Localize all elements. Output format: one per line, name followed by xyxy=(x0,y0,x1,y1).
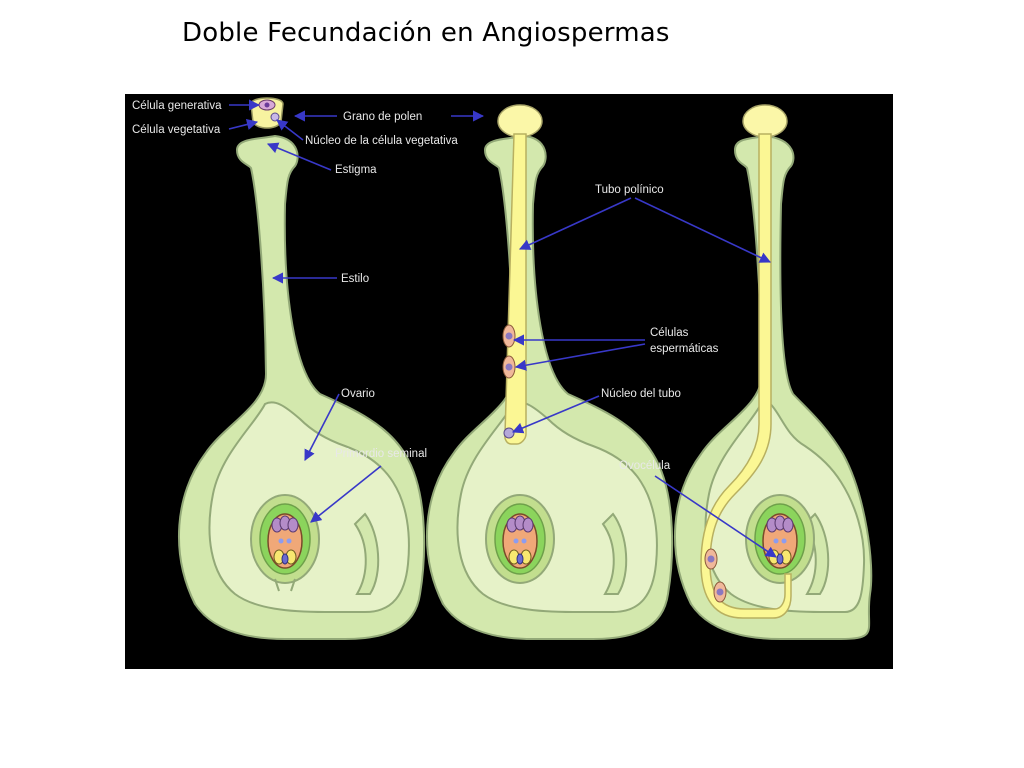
arrow-nucleo-del-tubo xyxy=(511,395,600,434)
label-celulas-espermaticas-2: espermáticas xyxy=(650,343,719,355)
arrow-nucleo-vegetativa xyxy=(276,119,304,141)
label-arrows xyxy=(228,99,777,558)
arrow-ovario xyxy=(304,393,340,461)
label-grano-de-polen: Grano de polen xyxy=(343,111,422,123)
pollen-grain-2 xyxy=(497,104,543,138)
pistil-2 xyxy=(426,104,674,640)
label-tubo-polinico: Tubo polínico xyxy=(595,184,664,196)
label-celulas-espermaticas-1: Células xyxy=(650,327,689,339)
arrow-tubo-polinico-2 xyxy=(634,197,772,263)
arrow-celulas-espermaticas-2 xyxy=(514,343,646,371)
ovule xyxy=(250,494,320,592)
label-celula-vegetativa: Célula vegetativa xyxy=(132,124,221,136)
arrow-ovocelula xyxy=(654,475,777,558)
label-celula-generativa: Célula generativa xyxy=(132,100,222,112)
label-nucleo-celula-vegetativa: Núcleo de la célula vegetativa xyxy=(305,135,458,147)
funiculus xyxy=(353,512,380,595)
pistil-1 xyxy=(178,97,426,640)
tube-nucleus xyxy=(503,427,515,439)
label-estigma: Estigma xyxy=(335,164,377,176)
slide-title: Doble Fecundación en Angiospermas xyxy=(182,18,670,48)
pollen-grain-3 xyxy=(742,104,788,138)
sperm-cells-3 xyxy=(704,548,727,603)
label-estilo: Estilo xyxy=(341,273,369,285)
arrow-celula-vegetativa xyxy=(228,119,259,130)
label-ovario: Ovario xyxy=(341,388,375,400)
pollen-grain-1 xyxy=(250,97,284,129)
label-primordio-seminal: Primordio seminal xyxy=(335,448,427,460)
arrow-tubo-polinico-1 xyxy=(518,197,632,250)
fertilization-diagram: Célula generativa Célula vegetativa Gran… xyxy=(125,94,893,669)
label-nucleo-del-tubo: Núcleo del tubo xyxy=(601,388,681,400)
arrow-estigma xyxy=(266,142,332,171)
arrow-primordio-seminal xyxy=(310,465,382,523)
label-ovocelula: Ovocélula xyxy=(619,460,671,472)
sperm-cells-2 xyxy=(502,324,516,379)
